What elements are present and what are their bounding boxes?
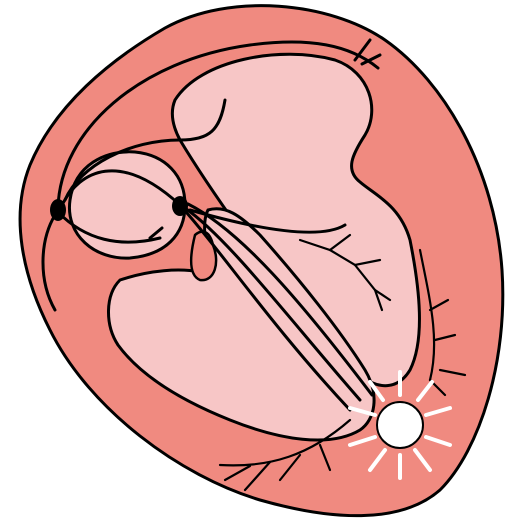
- impulse-flash-core: [377, 402, 423, 448]
- septal-ridge: [191, 232, 216, 281]
- sinoatrial-node: [50, 199, 66, 221]
